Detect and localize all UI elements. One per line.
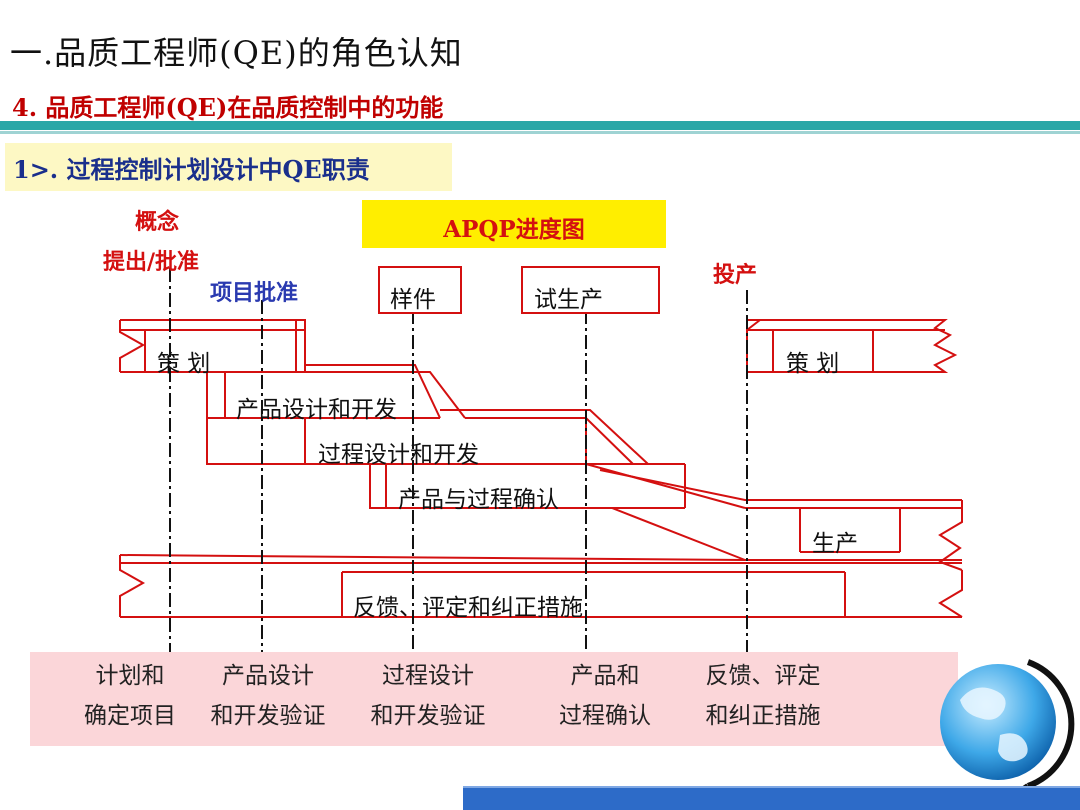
production-bar — [611, 507, 746, 561]
apqp-title: APQP进度图 — [443, 216, 585, 243]
milestone-production-start: 投产 — [713, 262, 758, 288]
section-heading-box — [5, 143, 452, 191]
bottom-col-2: 产品设计 和开发验证 — [198, 656, 338, 736]
bottom-col-3: 过程设计 和开发验证 — [358, 656, 498, 736]
header-divider-band — [0, 121, 1080, 130]
process-design-bar — [206, 418, 586, 465]
footer-bar — [463, 788, 1080, 810]
bottom-col-5: 反馈、评定 和纠正措施 — [688, 656, 838, 736]
page-subtitle: 4. 品质工程师(QE)在品质控制中的功能 — [12, 93, 444, 122]
bottom-col-3-line1: 过程设计 — [382, 663, 474, 689]
apqp-title-box — [362, 200, 666, 248]
bottom-col-4-line2: 过程确认 — [559, 703, 651, 729]
section-heading: 1>. 过程控制计划设计中QE职责 — [13, 155, 370, 184]
bottom-col-2-line1: 产品设计 — [222, 663, 314, 689]
milestone-sample-box — [378, 266, 462, 314]
milestone-trial: 试生产 — [534, 287, 603, 313]
milestone-trial-box — [521, 266, 660, 314]
milestone-project-approval: 项目批准 — [210, 280, 299, 306]
phase-product-design: 产品设计和开发 — [236, 397, 397, 423]
phase-production: 生产 — [812, 531, 858, 557]
bottom-col-2-line2: 和开发验证 — [210, 703, 326, 729]
feedback-bar-outline — [119, 554, 746, 561]
phase-planning: 策 划 — [157, 351, 211, 377]
bottom-col-5-line1: 反馈、评定 — [705, 663, 821, 689]
bottom-col-1-line1: 计划和 — [95, 663, 165, 689]
bottom-col-4: 产品和 过程确认 — [535, 656, 675, 736]
milestone-concept-line1: 概念 — [135, 209, 180, 235]
bottom-col-3-line2: 和开发验证 — [370, 703, 486, 729]
page-title: 一.品质工程师(QE)的角色认知 — [10, 34, 463, 72]
bottom-col-1: 计划和 确定项目 — [60, 656, 200, 736]
milestone-sample: 样件 — [390, 287, 436, 313]
planning-repeat-bar — [746, 319, 958, 373]
planning-bar-outline — [120, 319, 306, 373]
planning-bar-zigzag — [119, 320, 146, 372]
bottom-col-4-line1: 产品和 — [570, 663, 640, 689]
header-divider-thin — [0, 131, 1080, 134]
milestone-concept-line2: 提出/批准 — [103, 249, 200, 275]
phase-planning-repeat: 策 划 — [786, 351, 840, 377]
bottom-summary-strip — [30, 652, 958, 746]
phase-process-design: 过程设计和开发 — [318, 442, 479, 468]
bottom-col-5-line2: 和纠正措施 — [705, 703, 821, 729]
phase-validation: 产品与过程确认 — [398, 487, 559, 513]
phase-feedback: 反馈、评定和纠正措施 — [353, 595, 583, 621]
bottom-col-1-line2: 确定项目 — [84, 703, 176, 729]
footer-highlight — [463, 786, 1080, 788]
